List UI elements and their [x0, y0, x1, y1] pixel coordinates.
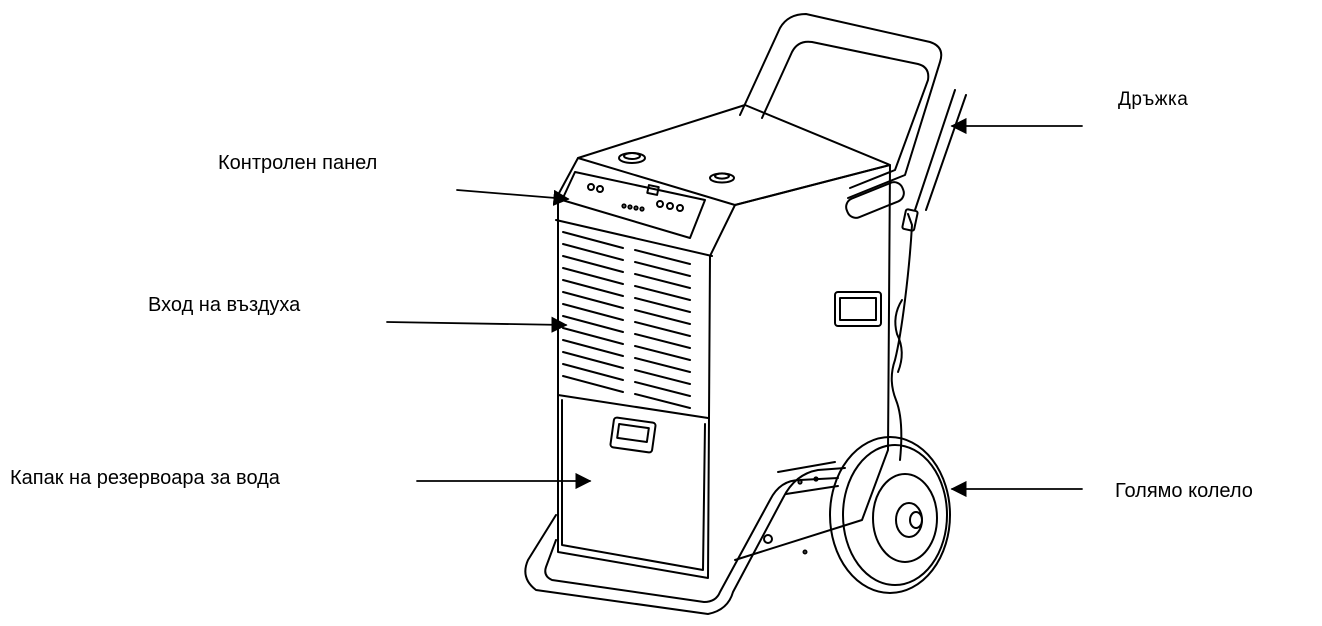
- large-wheel: [829, 436, 951, 594]
- base-frame: [524, 461, 846, 615]
- handle-frame: [739, 13, 967, 219]
- power-cord: [890, 208, 919, 461]
- label-handle: Дръжка: [1118, 89, 1189, 110]
- body-top: [577, 104, 891, 206]
- label-tank-cover: Капак на резервоара за вода: [10, 467, 280, 489]
- label-air-inlet: Вход на въздуха: [148, 294, 301, 316]
- leader-arrows: [386, 117, 1083, 498]
- body-side: [734, 164, 891, 561]
- label-large-wheel: Голямо колело: [1115, 480, 1253, 502]
- control-panel: [561, 171, 706, 239]
- body-front: [555, 157, 736, 579]
- water-tank-cover: [561, 399, 706, 571]
- air-inlet-grille: [557, 231, 709, 419]
- label-control-panel: Контролен панел: [218, 152, 378, 174]
